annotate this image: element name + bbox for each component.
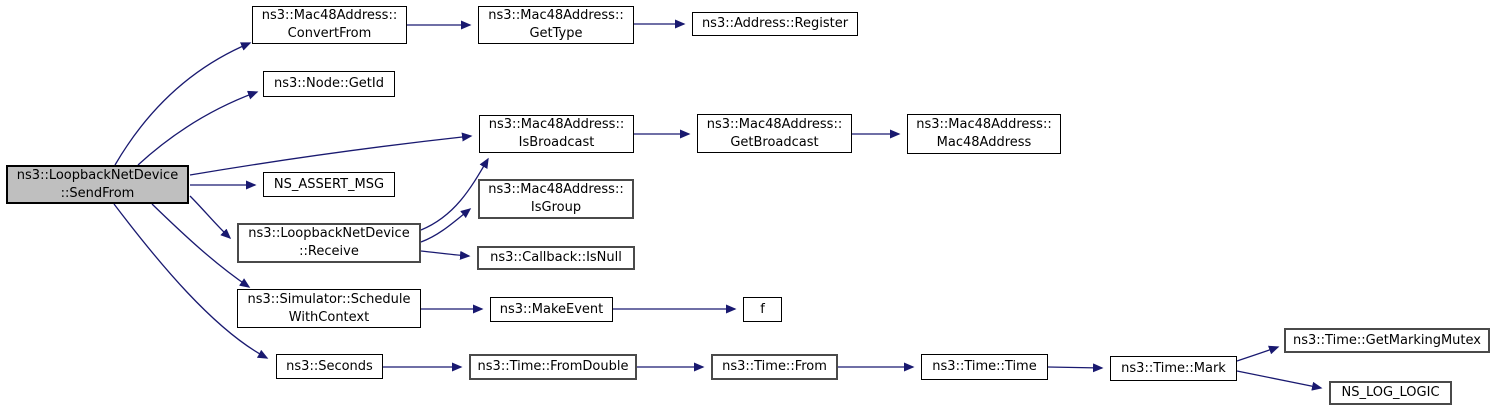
edge-sendfrom-to-schedulewithcontext	[151, 203, 251, 288]
edge-receive-to-isgroup	[420, 208, 472, 243]
graph-node-from[interactable]: ns3::Time::From	[711, 354, 838, 380]
edge-receive-to-isbroadcast	[420, 157, 489, 231]
graph-node-schedulewithcontext[interactable]: ns3::Simulator::Schedule WithContext	[237, 289, 421, 328]
edge-sendfrom-to-convertfrom	[114, 42, 252, 166]
edge-sendfrom-to-isbroadcast	[189, 132, 473, 176]
graph-node-nsloglogic[interactable]: NS_LOG_LOGIC	[1329, 381, 1452, 405]
graph-node-sendfrom[interactable]: ns3::LoopbackNetDevice ::SendFrom	[6, 165, 189, 204]
edge-sendfrom-to-getid	[137, 90, 259, 166]
graph-node-fromdouble[interactable]: ns3::Time::FromDouble	[469, 354, 637, 380]
graph-node-isgroup[interactable]: ns3::Mac48Address:: IsGroup	[478, 179, 634, 219]
graph-node-getmarkingmutex[interactable]: ns3::Time::GetMarkingMutex	[1284, 328, 1490, 353]
edge-receive-to-isnull	[420, 250, 471, 260]
graph-node-getbroadcast[interactable]: ns3::Mac48Address:: GetBroadcast	[697, 114, 852, 153]
edge-mark-to-getmarkingmutex	[1236, 345, 1280, 362]
graph-node-makeevent[interactable]: ns3::MakeEvent	[490, 297, 613, 322]
graph-node-nsassertmsg[interactable]: NS_ASSERT_MSG	[263, 172, 395, 197]
graph-node-mac48address[interactable]: ns3::Mac48Address:: Mac48Address	[907, 114, 1061, 154]
graph-node-time[interactable]: ns3::Time::Time	[921, 354, 1048, 380]
edge-sendfrom-to-receive	[189, 195, 232, 240]
graph-node-getid[interactable]: ns3::Node::GetId	[263, 71, 395, 97]
graph-node-register[interactable]: ns3::Address::Register	[692, 12, 858, 36]
graph-node-convertfrom[interactable]: ns3::Mac48Address:: ConvertFrom	[252, 6, 407, 44]
graph-node-isbroadcast[interactable]: ns3::Mac48Address:: IsBroadcast	[479, 115, 634, 153]
graph-node-isnull[interactable]: ns3::Callback::IsNull	[477, 246, 635, 270]
graph-node-f[interactable]: f	[743, 297, 782, 322]
graph-node-mark[interactable]: ns3::Time::Mark	[1110, 356, 1237, 381]
graph-node-seconds[interactable]: ns3::Seconds	[276, 354, 383, 379]
edge-time-to-mark	[1047, 363, 1104, 373]
edge-mark-to-nsloglogic	[1236, 370, 1323, 391]
graph-node-gettype[interactable]: ns3::Mac48Address:: GetType	[478, 6, 634, 44]
edge-sendfrom-to-seconds	[113, 203, 269, 359]
graph-node-receive[interactable]: ns3::LoopbackNetDevice ::Receive	[237, 223, 421, 263]
